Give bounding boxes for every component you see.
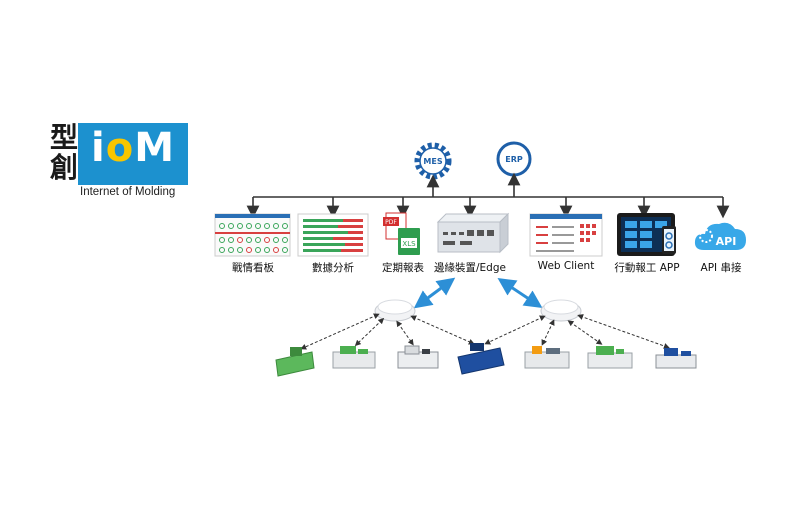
molding-machine-4-icon xyxy=(457,343,505,375)
molding-machine-2-icon xyxy=(332,346,376,369)
logo-tagline: Internet of Molding xyxy=(80,186,176,198)
pdf-badge-label: PDF xyxy=(385,219,397,226)
analysis-chart-icon xyxy=(297,213,369,257)
edge-ap-left-link xyxy=(413,277,456,309)
node-label-app: 行動報工 APP xyxy=(614,262,680,274)
logo-han-top: 型 xyxy=(50,121,79,154)
molding-machine-1-icon xyxy=(275,347,315,377)
connection-bus xyxy=(246,172,730,219)
molding-machine-6-icon xyxy=(587,346,633,369)
xls-badge-label: XLS xyxy=(402,240,416,248)
wireless-access-point-left-icon xyxy=(374,299,416,322)
erp-label: ERP xyxy=(505,155,523,164)
logo-letter-o: o xyxy=(105,125,135,171)
logo-letter-i: i xyxy=(90,125,106,171)
mobile-app-tablet-icon xyxy=(617,213,676,256)
edge-ap-right-link xyxy=(497,278,543,308)
logo-badge: ioM xyxy=(78,123,188,185)
api-badge-label: API xyxy=(716,235,737,248)
wireless-access-point-right-icon xyxy=(540,299,582,322)
edge-device-icon xyxy=(436,212,510,254)
logo-wordmark: ioM xyxy=(78,125,188,171)
mes-gear-icon: MES xyxy=(414,142,452,180)
molding-machine-7-icon xyxy=(655,348,697,369)
report-files-icon: PDF XLS xyxy=(383,212,420,255)
node-label-analysis: 數據分析 xyxy=(312,262,354,274)
node-label-api: API 串接 xyxy=(700,262,742,274)
logo-letter-m: M xyxy=(134,125,175,171)
mes-label: MES xyxy=(423,157,442,166)
node-label-dashboard: 戰情看板 xyxy=(232,262,274,274)
api-cloud-icon: API xyxy=(694,222,746,250)
molding-machine-3-icon xyxy=(397,345,439,369)
node-label-report: 定期報表 xyxy=(382,262,424,274)
web-client-screen-icon xyxy=(529,213,603,257)
logo-han-bottom: 創 xyxy=(50,151,79,184)
wireless-links xyxy=(300,313,670,350)
node-label-edge: 邊緣裝置/Edge xyxy=(434,262,506,274)
molding-machine-5-icon xyxy=(524,346,570,369)
node-label-web-client: Web Client xyxy=(537,260,595,272)
dashboard-screen-icon xyxy=(214,213,291,257)
erp-badge-icon: ERP xyxy=(496,141,532,177)
